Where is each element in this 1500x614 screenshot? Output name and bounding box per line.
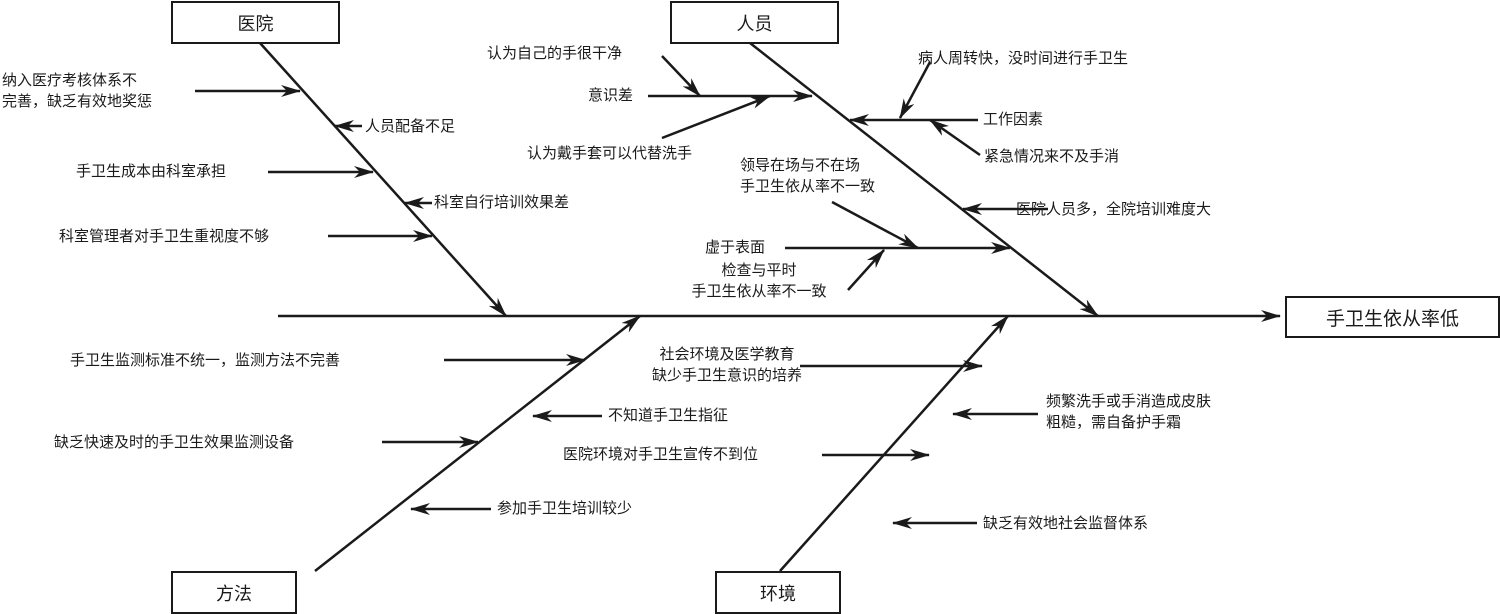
cause-personnel-work-sub1: 病人周转快，没时间进行手卫生 [918, 49, 1129, 67]
effect-box: 手卫生依从率低 [1285, 296, 1500, 338]
cause-hospital-c5: 科室管理者对手卫生重视度不够 [59, 227, 270, 245]
cause-hospital-c4: 科室自行培训效果差 [434, 193, 570, 211]
category-box-personnel: 人员 [670, 1, 839, 44]
cause-env-c1: 社会环境及医学教育 缺少手卫生意识的培养 [652, 345, 803, 384]
bone-personnel [749, 42, 1099, 317]
bone-hospital [259, 42, 507, 317]
cause-hospital-c2: 人员配备不足 [365, 117, 456, 135]
arrow-superficial-sub1 [831, 200, 919, 250]
cause-env-c4: 缺乏有效地社会监督体系 [983, 514, 1149, 532]
effect-label: 手卫生依从率低 [1325, 307, 1459, 330]
arrow-work-sub2 [929, 118, 981, 157]
cause-personnel-awareness-sub2: 认为戴手套可以代替洗手 [527, 144, 693, 162]
arrow-work-sub1 [898, 61, 932, 119]
cause-env-c3: 医院环境对手卫生宣传不到位 [563, 445, 759, 463]
category-label-method: 方法 [216, 583, 252, 605]
cause-personnel-superficial-sub1: 领导在场与不在场 手卫生依从率不一致 [740, 156, 876, 195]
cause-method-c1: 手卫生监测标准不统一，监测方法不完善 [70, 351, 341, 369]
cause-personnel-work: 工作因素 [983, 110, 1044, 128]
cause-env-c2: 频繁洗手或手消造成皮肤 粗糙，需自备护手霜 [1046, 392, 1212, 431]
arrow-awareness-sub2 [661, 94, 771, 140]
cause-personnel-training: 医院人员多，全院培训难度大 [1016, 200, 1212, 218]
cause-method-c2: 不知道手卫生指征 [608, 406, 729, 424]
cause-method-c3: 缺乏快速及时的手卫生效果监测设备 [54, 433, 295, 451]
cause-hospital-c1: 纳入医疗考核体系不 完善，缺乏有效地奖惩 [2, 71, 153, 110]
cause-personnel-awareness-sub1: 认为自己的手很干净 [487, 44, 623, 62]
cause-personnel-superficial-sub2: 检查与平时 手卫生依从率不一致 [691, 261, 827, 300]
category-label-hospital: 医院 [237, 13, 274, 35]
bone-environment [779, 315, 1009, 572]
cause-method-c4: 参加手卫生培训较少 [497, 499, 633, 517]
arrow-awareness-sub1 [661, 55, 701, 97]
arrow-superficial-sub2 [847, 249, 885, 291]
category-box-environment: 环境 [715, 571, 841, 614]
cause-personnel-awareness: 意识差 [588, 86, 634, 104]
cause-personnel-superficial: 虚于表面 [705, 238, 766, 256]
category-box-hospital: 医院 [171, 1, 340, 44]
category-label-personnel: 人员 [736, 13, 773, 35]
cause-personnel-work-sub2: 紧急情况来不及手消 [984, 147, 1120, 165]
category-label-environment: 环境 [760, 583, 796, 605]
cause-hospital-c3: 手卫生成本由科室承担 [76, 162, 227, 180]
category-box-method: 方法 [171, 571, 297, 614]
